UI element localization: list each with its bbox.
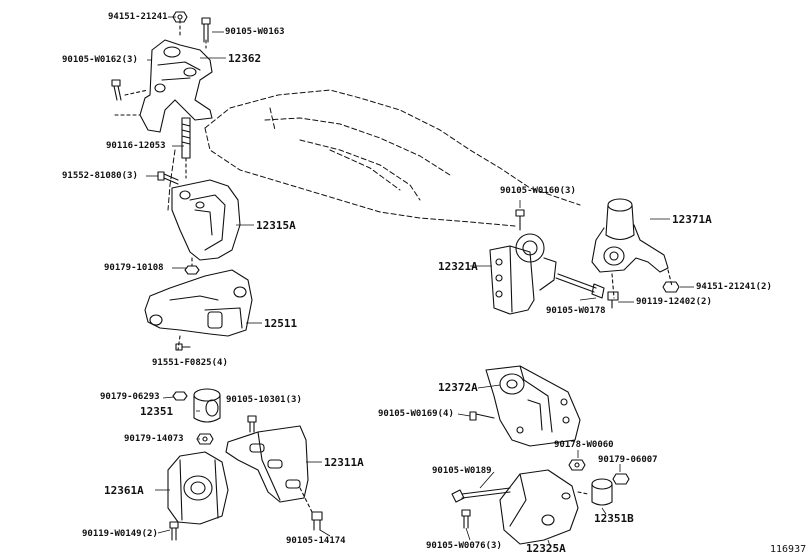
bolt-90105-W0178 xyxy=(555,273,605,299)
label-12351: 12351 xyxy=(140,405,174,418)
label-90119-W0149: 90119-W0149(2) xyxy=(82,529,158,539)
label-90105-W0162: 90105-W0162(3) xyxy=(62,55,138,65)
label-90105-W0189: 90105-W0189 xyxy=(432,466,492,476)
nut-90179-10108 xyxy=(184,265,200,275)
label-12315A: 12315A xyxy=(256,219,296,232)
bolt-90119-W0149 xyxy=(169,521,179,541)
label-90179-06007: 90179-06007 xyxy=(598,455,658,465)
label-12372A: 12372A xyxy=(438,381,478,394)
nut-90179-06293 xyxy=(172,391,188,401)
bolt-90105-W0163 xyxy=(201,17,211,43)
leader-lines xyxy=(146,16,694,547)
label-12321A: 12321A xyxy=(438,260,478,273)
bolt-90105-W0189 xyxy=(451,487,511,503)
part-12321A-bracket xyxy=(489,233,557,315)
label-90105-W0178: 90105-W0178 xyxy=(546,306,606,316)
part-12361A-mount xyxy=(167,451,229,525)
label-94151-21241-top: 94151-21241 xyxy=(108,12,168,22)
label-90178-W0060: 90178-W0060 xyxy=(554,440,614,450)
bolt-90119-12402 xyxy=(607,291,619,309)
bolt-91551-F0825 xyxy=(175,343,191,351)
bolt-90105-W0169 xyxy=(469,411,495,421)
stud-90116-12053 xyxy=(181,117,191,179)
bolt-90105-10301 xyxy=(247,415,257,433)
nut-94151-21241-right xyxy=(662,281,680,293)
label-12311A: 12311A xyxy=(324,456,364,469)
bolt-91552-81080 xyxy=(157,171,179,185)
bolt-90105-W0076 xyxy=(461,509,471,529)
part-12315A-bracket xyxy=(171,179,241,267)
bolt-90105-W0160 xyxy=(515,209,525,231)
part-12351-mount xyxy=(193,388,221,423)
label-90179-14073: 90179-14073 xyxy=(124,434,184,444)
label-90105-W0169: 90105-W0169(4) xyxy=(378,409,454,419)
nut-90178-W0060 xyxy=(568,459,586,471)
bolt-90105-W0162 xyxy=(111,79,122,101)
label-90116-12053: 90116-12053 xyxy=(106,141,166,151)
engine-outline xyxy=(167,89,581,227)
part-12362-bracket xyxy=(114,19,213,133)
part-12311A-bracket xyxy=(225,425,313,513)
label-90105-14174: 90105-14174 xyxy=(286,536,346,546)
label-90105-W0163: 90105-W0163 xyxy=(225,27,285,37)
label-91552-81080: 91552-81080(3) xyxy=(62,171,138,181)
label-90179-10108: 90179-10108 xyxy=(104,263,164,273)
part-12325A-bracket xyxy=(499,469,589,545)
part-12511-bracket xyxy=(144,269,253,351)
bolt-90105-14174 xyxy=(311,511,323,531)
label-90179-06293: 90179-06293 xyxy=(100,392,160,402)
label-90105-10301: 90105-10301(3) xyxy=(226,395,302,405)
label-90119-12402: 90119-12402(2) xyxy=(636,297,712,307)
nut-90179-06007 xyxy=(612,473,630,485)
nut-90179-14073 xyxy=(196,433,214,445)
label-12361A: 12361A xyxy=(104,484,144,497)
label-94151-21241-right: 94151-21241(2) xyxy=(696,282,772,292)
label-91551-F0825: 91551-F0825(4) xyxy=(152,358,228,368)
label-12511: 12511 xyxy=(264,317,298,330)
part-12351B-mount xyxy=(591,478,613,506)
label-90105-W0076: 90105-W0076(3) xyxy=(426,541,502,551)
label-90105-W0160: 90105-W0160(3) xyxy=(500,186,576,196)
label-12351B: 12351B xyxy=(594,512,634,525)
part-12371A-mount xyxy=(591,198,673,299)
label-12371A: 12371A xyxy=(672,213,712,226)
diagram-id: 116937 xyxy=(770,544,807,555)
label-12325A: 12325A xyxy=(526,542,566,555)
part-12372A-bracket xyxy=(485,365,581,447)
label-12362: 12362 xyxy=(228,52,262,65)
